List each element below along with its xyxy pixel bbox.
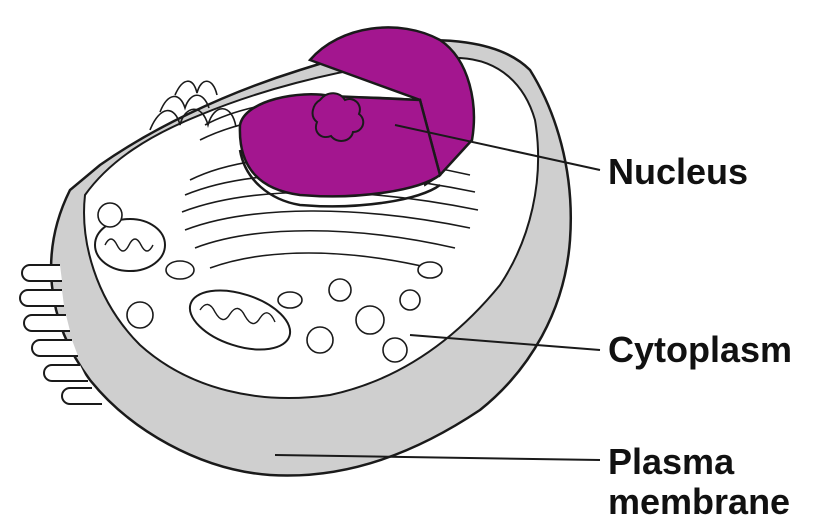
- cytoplasm-label: Cytoplasm: [608, 329, 792, 370]
- plasma-membrane-label-line2: membrane: [608, 481, 790, 522]
- plasma-membrane-label-line1: Plasma: [608, 441, 735, 482]
- nucleus-label: Nucleus: [608, 151, 748, 192]
